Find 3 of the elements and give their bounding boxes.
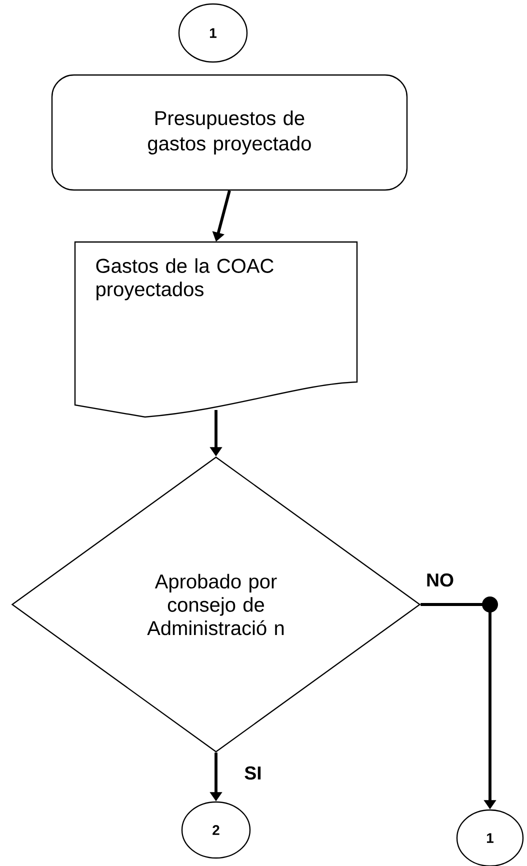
process-box: Presupuestos de gastos proyectado (51, 74, 408, 191)
edge-label: SI (244, 766, 261, 780)
edge-label: NO (427, 573, 454, 587)
